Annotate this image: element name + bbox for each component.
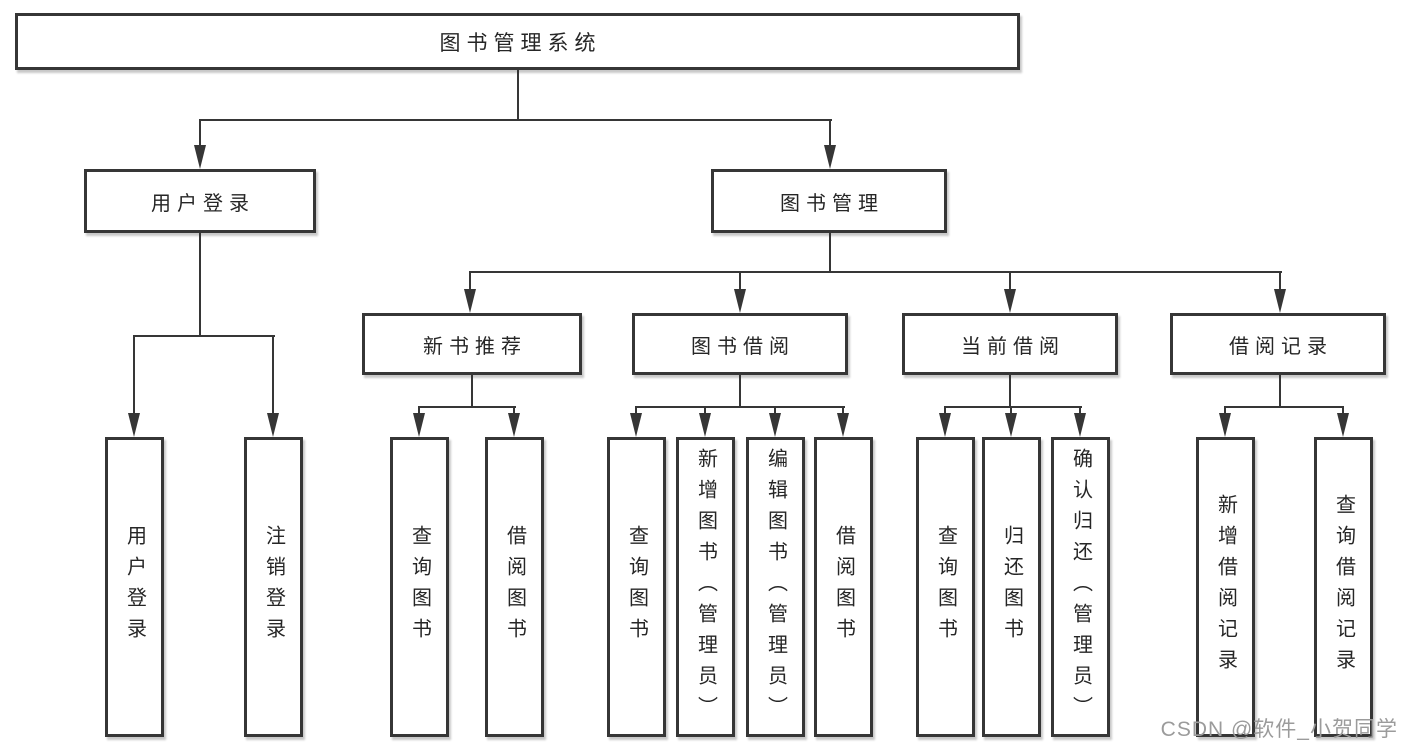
- connector-book-borrowing-vertical: [739, 375, 741, 408]
- arrow-down-icon: [128, 413, 140, 437]
- node-label: 查询图书: [625, 525, 648, 649]
- arrow-down-icon: [769, 413, 781, 437]
- connector-stub: [774, 406, 776, 415]
- node-label: 归还图书: [1000, 525, 1023, 649]
- connector-stub: [513, 406, 515, 415]
- node-label: 新书推荐: [423, 335, 527, 358]
- connector-stub: [842, 406, 844, 415]
- connector-book-management-horizontal: [469, 271, 1282, 273]
- node-label: 新增借阅记录: [1214, 494, 1237, 680]
- arrow-down-icon: [630, 413, 642, 437]
- node-label: 当前借阅: [961, 335, 1065, 358]
- connector-stub-user-login: [199, 119, 201, 147]
- leaf-query-books-borrowing: 查询图书: [607, 437, 666, 737]
- arrow-down-icon: [1219, 413, 1231, 437]
- arrow-down-icon: [267, 413, 279, 437]
- arrow-down-icon: [824, 145, 836, 169]
- connector-book-borrowing-horizontal: [635, 406, 845, 408]
- node-label: 注销登录: [262, 525, 285, 649]
- arrow-down-icon: [1004, 289, 1016, 313]
- watermark: CSDN @软件_小贺同学: [1160, 718, 1398, 741]
- arrow-down-icon: [1005, 413, 1017, 437]
- arrow-down-icon: [699, 413, 711, 437]
- connector-stub-book-borrowing: [739, 271, 741, 291]
- node-current-borrowing: 当前借阅: [902, 313, 1118, 375]
- connector-stub: [704, 406, 706, 415]
- node-label: 新增图书（管理员）: [694, 447, 717, 727]
- connector-user-login-vertical: [199, 233, 201, 337]
- node-label: 借阅记录: [1229, 335, 1333, 358]
- leaf-return-books: 归还图书: [982, 437, 1041, 737]
- node-library-management-system: 图书管理系统: [15, 13, 1020, 70]
- connector-stub: [944, 406, 946, 415]
- connector-stub: [418, 406, 420, 415]
- node-label: 用户登录: [123, 525, 146, 649]
- node-label: 图书管理: [780, 192, 884, 215]
- connector-stub: [1342, 406, 1344, 415]
- leaf-add-books-admin: 新增图书（管理员）: [676, 437, 735, 737]
- connector-borrowing-records-horizontal: [1224, 406, 1344, 408]
- node-book-borrowing: 图书借阅: [632, 313, 848, 375]
- node-label: 借阅图书: [832, 525, 855, 649]
- leaf-edit-books-admin: 编辑图书（管理员）: [746, 437, 805, 737]
- arrow-down-icon: [939, 413, 951, 437]
- connector-stub-borrowing-records: [1279, 271, 1281, 291]
- arrow-down-icon: [508, 413, 520, 437]
- connector-stub-book-management: [829, 119, 831, 147]
- node-user-login: 用户登录: [84, 169, 316, 233]
- connector-current-borrowing-horizontal: [944, 406, 1082, 408]
- leaf-logout: 注销登录: [244, 437, 303, 737]
- connector-root-horizontal: [199, 119, 832, 121]
- leaf-add-borrow-record: 新增借阅记录: [1196, 437, 1255, 737]
- arrow-down-icon: [837, 413, 849, 437]
- connector-stub-new-book-rec: [469, 271, 471, 291]
- connector-stub-current-borrowing: [1009, 271, 1011, 291]
- leaf-user-login: 用户登录: [105, 437, 164, 737]
- connector-current-borrowing-vertical: [1009, 375, 1011, 408]
- connector-new-book-rec-vertical: [471, 375, 473, 408]
- connector-stub: [1010, 406, 1012, 415]
- node-borrowing-records: 借阅记录: [1170, 313, 1386, 375]
- connector-stub: [1079, 406, 1081, 415]
- arrow-down-icon: [1074, 413, 1086, 437]
- node-book-management: 图书管理: [711, 169, 947, 233]
- arrow-down-icon: [413, 413, 425, 437]
- connector-book-management-vertical: [829, 233, 831, 273]
- node-label: 用户登录: [151, 192, 255, 215]
- leaf-query-books-current: 查询图书: [916, 437, 975, 737]
- node-label: 图书借阅: [691, 335, 795, 358]
- leaf-query-books-recommend: 查询图书: [390, 437, 449, 737]
- connector-root-vertical: [517, 70, 519, 120]
- connector-stub: [635, 406, 637, 415]
- leaf-borrow-books-borrowing: 借阅图书: [814, 437, 873, 737]
- arrow-down-icon: [464, 289, 476, 313]
- leaf-confirm-return-admin: 确认归还（管理员）: [1051, 437, 1110, 737]
- node-label: 编辑图书（管理员）: [764, 447, 787, 727]
- node-label: 图书管理系统: [439, 31, 602, 55]
- leaf-query-borrow-record: 查询借阅记录: [1314, 437, 1373, 737]
- connector-stub-leaf-logout: [272, 335, 274, 414]
- arrow-down-icon: [1337, 413, 1349, 437]
- node-label: 借阅图书: [503, 525, 526, 649]
- node-label: 查询图书: [408, 525, 431, 649]
- arrow-down-icon: [734, 289, 746, 313]
- node-new-book-recommendation: 新书推荐: [362, 313, 582, 375]
- arrow-down-icon: [194, 145, 206, 169]
- node-label: 查询借阅记录: [1332, 494, 1355, 680]
- node-label: 确认归还（管理员）: [1069, 447, 1092, 727]
- node-label: 查询图书: [934, 525, 957, 649]
- leaf-borrow-books-recommend: 借阅图书: [485, 437, 544, 737]
- connector-user-login-horizontal: [133, 335, 275, 337]
- connector-new-book-rec-horizontal: [418, 406, 516, 408]
- connector-borrowing-records-vertical: [1279, 375, 1281, 408]
- connector-stub: [1224, 406, 1226, 415]
- arrow-down-icon: [1274, 289, 1286, 313]
- connector-stub-leaf-user-login: [133, 335, 135, 414]
